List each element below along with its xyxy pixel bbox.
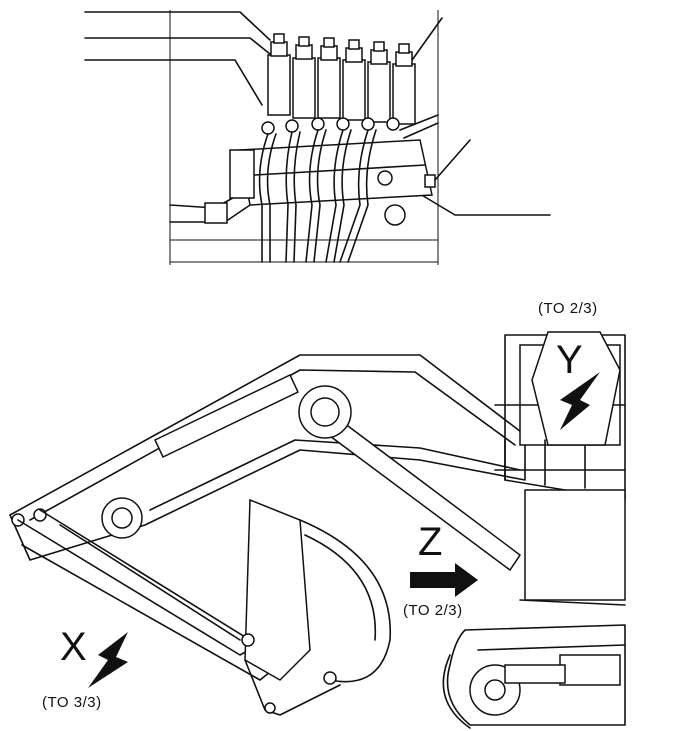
bucket-pin-2 [323,671,337,685]
hose-fittings [261,117,400,135]
bucket-link [244,498,311,681]
view-x-reference: (TO 3/3) [42,694,102,711]
manifold-detail [84,10,551,265]
excavator-front [9,331,626,729]
leader-line-3 [84,59,263,106]
view-direction-arrow-icon [88,372,600,688]
view-y-arrow [560,372,600,430]
injector-valves [267,33,416,125]
elbow-body [229,149,255,199]
elbow-fitting [204,202,228,224]
arm-cylinder [154,373,299,459]
view-x-letter: X [60,625,87,669]
view-y-box [531,331,621,446]
arm-outline [17,509,259,656]
track-upper [477,644,626,651]
arm-pin [111,507,133,529]
manifold-plug [377,170,393,186]
hoses [258,114,439,263]
bucket-curve-inner [304,534,377,641]
leader-line-2 [84,37,276,59]
track-frame [446,624,626,726]
bucket-curve [299,519,392,683]
bucket-pin-3 [264,702,276,714]
view-x-arrow [88,632,128,688]
boom-foot-pin [310,397,340,427]
view-z-arrow [410,563,478,597]
view-y-letter: Y [556,338,583,382]
view-z-reference: (TO 2/3) [403,602,463,619]
boom-lower-line [149,439,521,511]
bucket-pin [241,633,255,647]
track-roller-frame [504,664,566,684]
counterweight [524,489,626,601]
view-y-reference: (TO 2/3) [538,300,598,317]
manifold-fitting [384,204,406,226]
arm-inner [59,524,241,641]
track-guard [559,654,621,686]
idler-hub [484,679,506,701]
manifold-edge [254,164,426,176]
view-z-letter: Z [418,520,443,564]
grease-nipple [424,174,436,188]
track-chain [442,654,471,729]
leader-line-1 [84,11,271,41]
turntable-line [519,599,626,606]
leader-line-5 [434,139,471,181]
cab-posts [504,439,586,489]
